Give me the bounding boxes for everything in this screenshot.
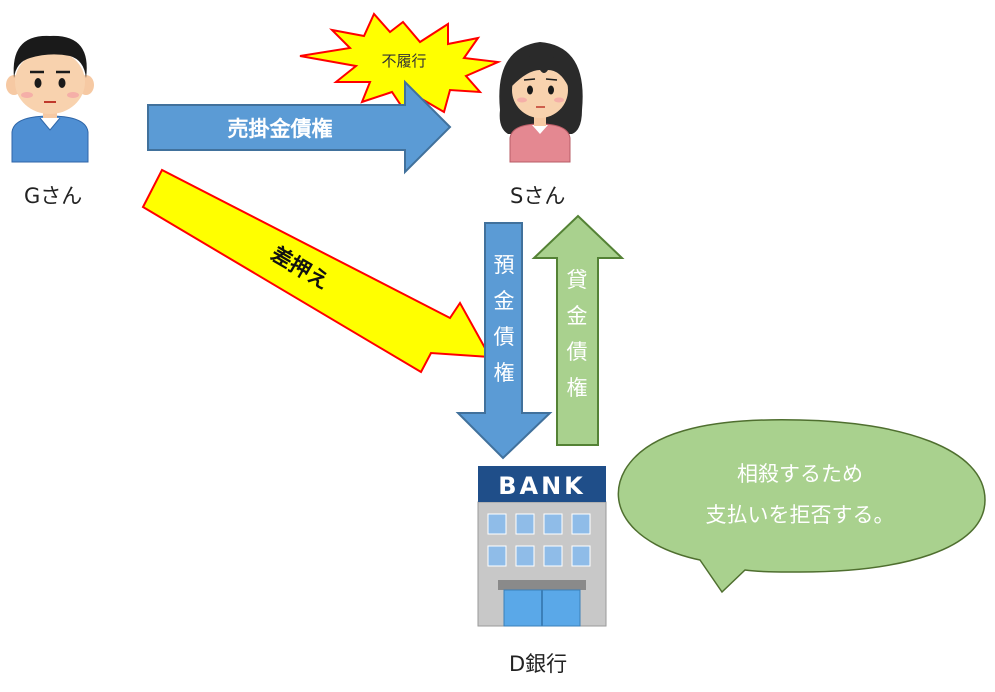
bank-building-icon	[477, 466, 607, 627]
person-g-icon	[6, 35, 94, 163]
deposit-char: 預	[493, 253, 515, 277]
deposit-arrow	[455, 222, 553, 460]
garnish-arrow	[141, 168, 492, 374]
speech-bubble	[617, 419, 986, 594]
loan-arrow	[531, 214, 625, 446]
deposit-char: 債	[493, 325, 515, 349]
deposit-char: 金	[493, 289, 515, 313]
loan-label: 貸 金 債 権	[562, 262, 592, 406]
loan-char: 金	[566, 304, 588, 328]
loan-char: 貸	[566, 268, 588, 292]
loan-char: 権	[566, 376, 588, 400]
receivable-arrow	[147, 79, 452, 175]
bank-label: D銀行	[509, 652, 568, 676]
person-g-label: Gさん	[24, 184, 83, 208]
speech-line-2: 支払いを拒否する。	[706, 503, 895, 527]
speech-line-1: 相殺するため	[737, 462, 863, 486]
deposit-label: 預 金 債 権	[489, 247, 519, 391]
person-s-label: Sさん	[510, 184, 566, 208]
receivable-label: 売掛金債権	[228, 117, 333, 141]
deposit-char: 権	[493, 361, 515, 385]
bank-sign: BANK	[498, 472, 586, 500]
loan-char: 債	[566, 340, 588, 364]
person-s-icon	[499, 42, 583, 163]
burst-text: 不履行	[381, 52, 426, 70]
